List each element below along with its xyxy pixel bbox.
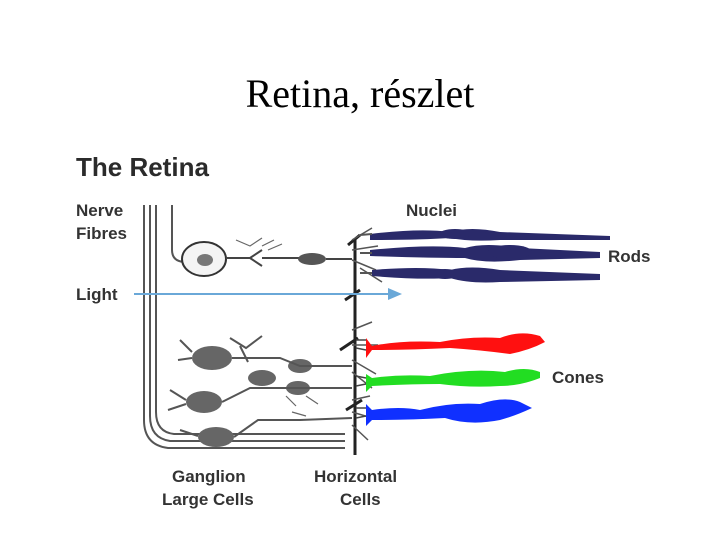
ganglion-cell-top	[181, 241, 352, 277]
ganglion-cells-lower	[186, 346, 312, 447]
nerve-fibres	[143, 205, 345, 449]
cone-blue	[366, 399, 532, 426]
ganglion-label-2: Large Cells	[162, 490, 254, 509]
light-arrow	[134, 288, 402, 300]
slide-title: Retina, részlet	[245, 71, 475, 116]
horizontal-label-2: Cells	[340, 490, 381, 509]
ganglion-connections	[167, 335, 353, 438]
nerve-fibres-label-2: Fibres	[76, 224, 127, 243]
light-label: Light	[76, 285, 118, 304]
nuclei-label: Nuclei	[406, 201, 457, 220]
nerve-fibres-label-1: Nerve	[76, 201, 123, 220]
cones-label: Cones	[552, 368, 604, 387]
cone-red	[366, 333, 545, 358]
neuron-branches-small	[235, 237, 319, 417]
rods-label: Rods	[608, 247, 651, 266]
cone-green	[366, 369, 540, 392]
horizontal-label-1: Horizontal	[314, 467, 397, 486]
diagram-heading: The Retina	[76, 152, 209, 182]
ganglion-label-1: Ganglion	[172, 467, 246, 486]
rods-group	[359, 229, 610, 283]
cone-terminals	[355, 339, 367, 419]
